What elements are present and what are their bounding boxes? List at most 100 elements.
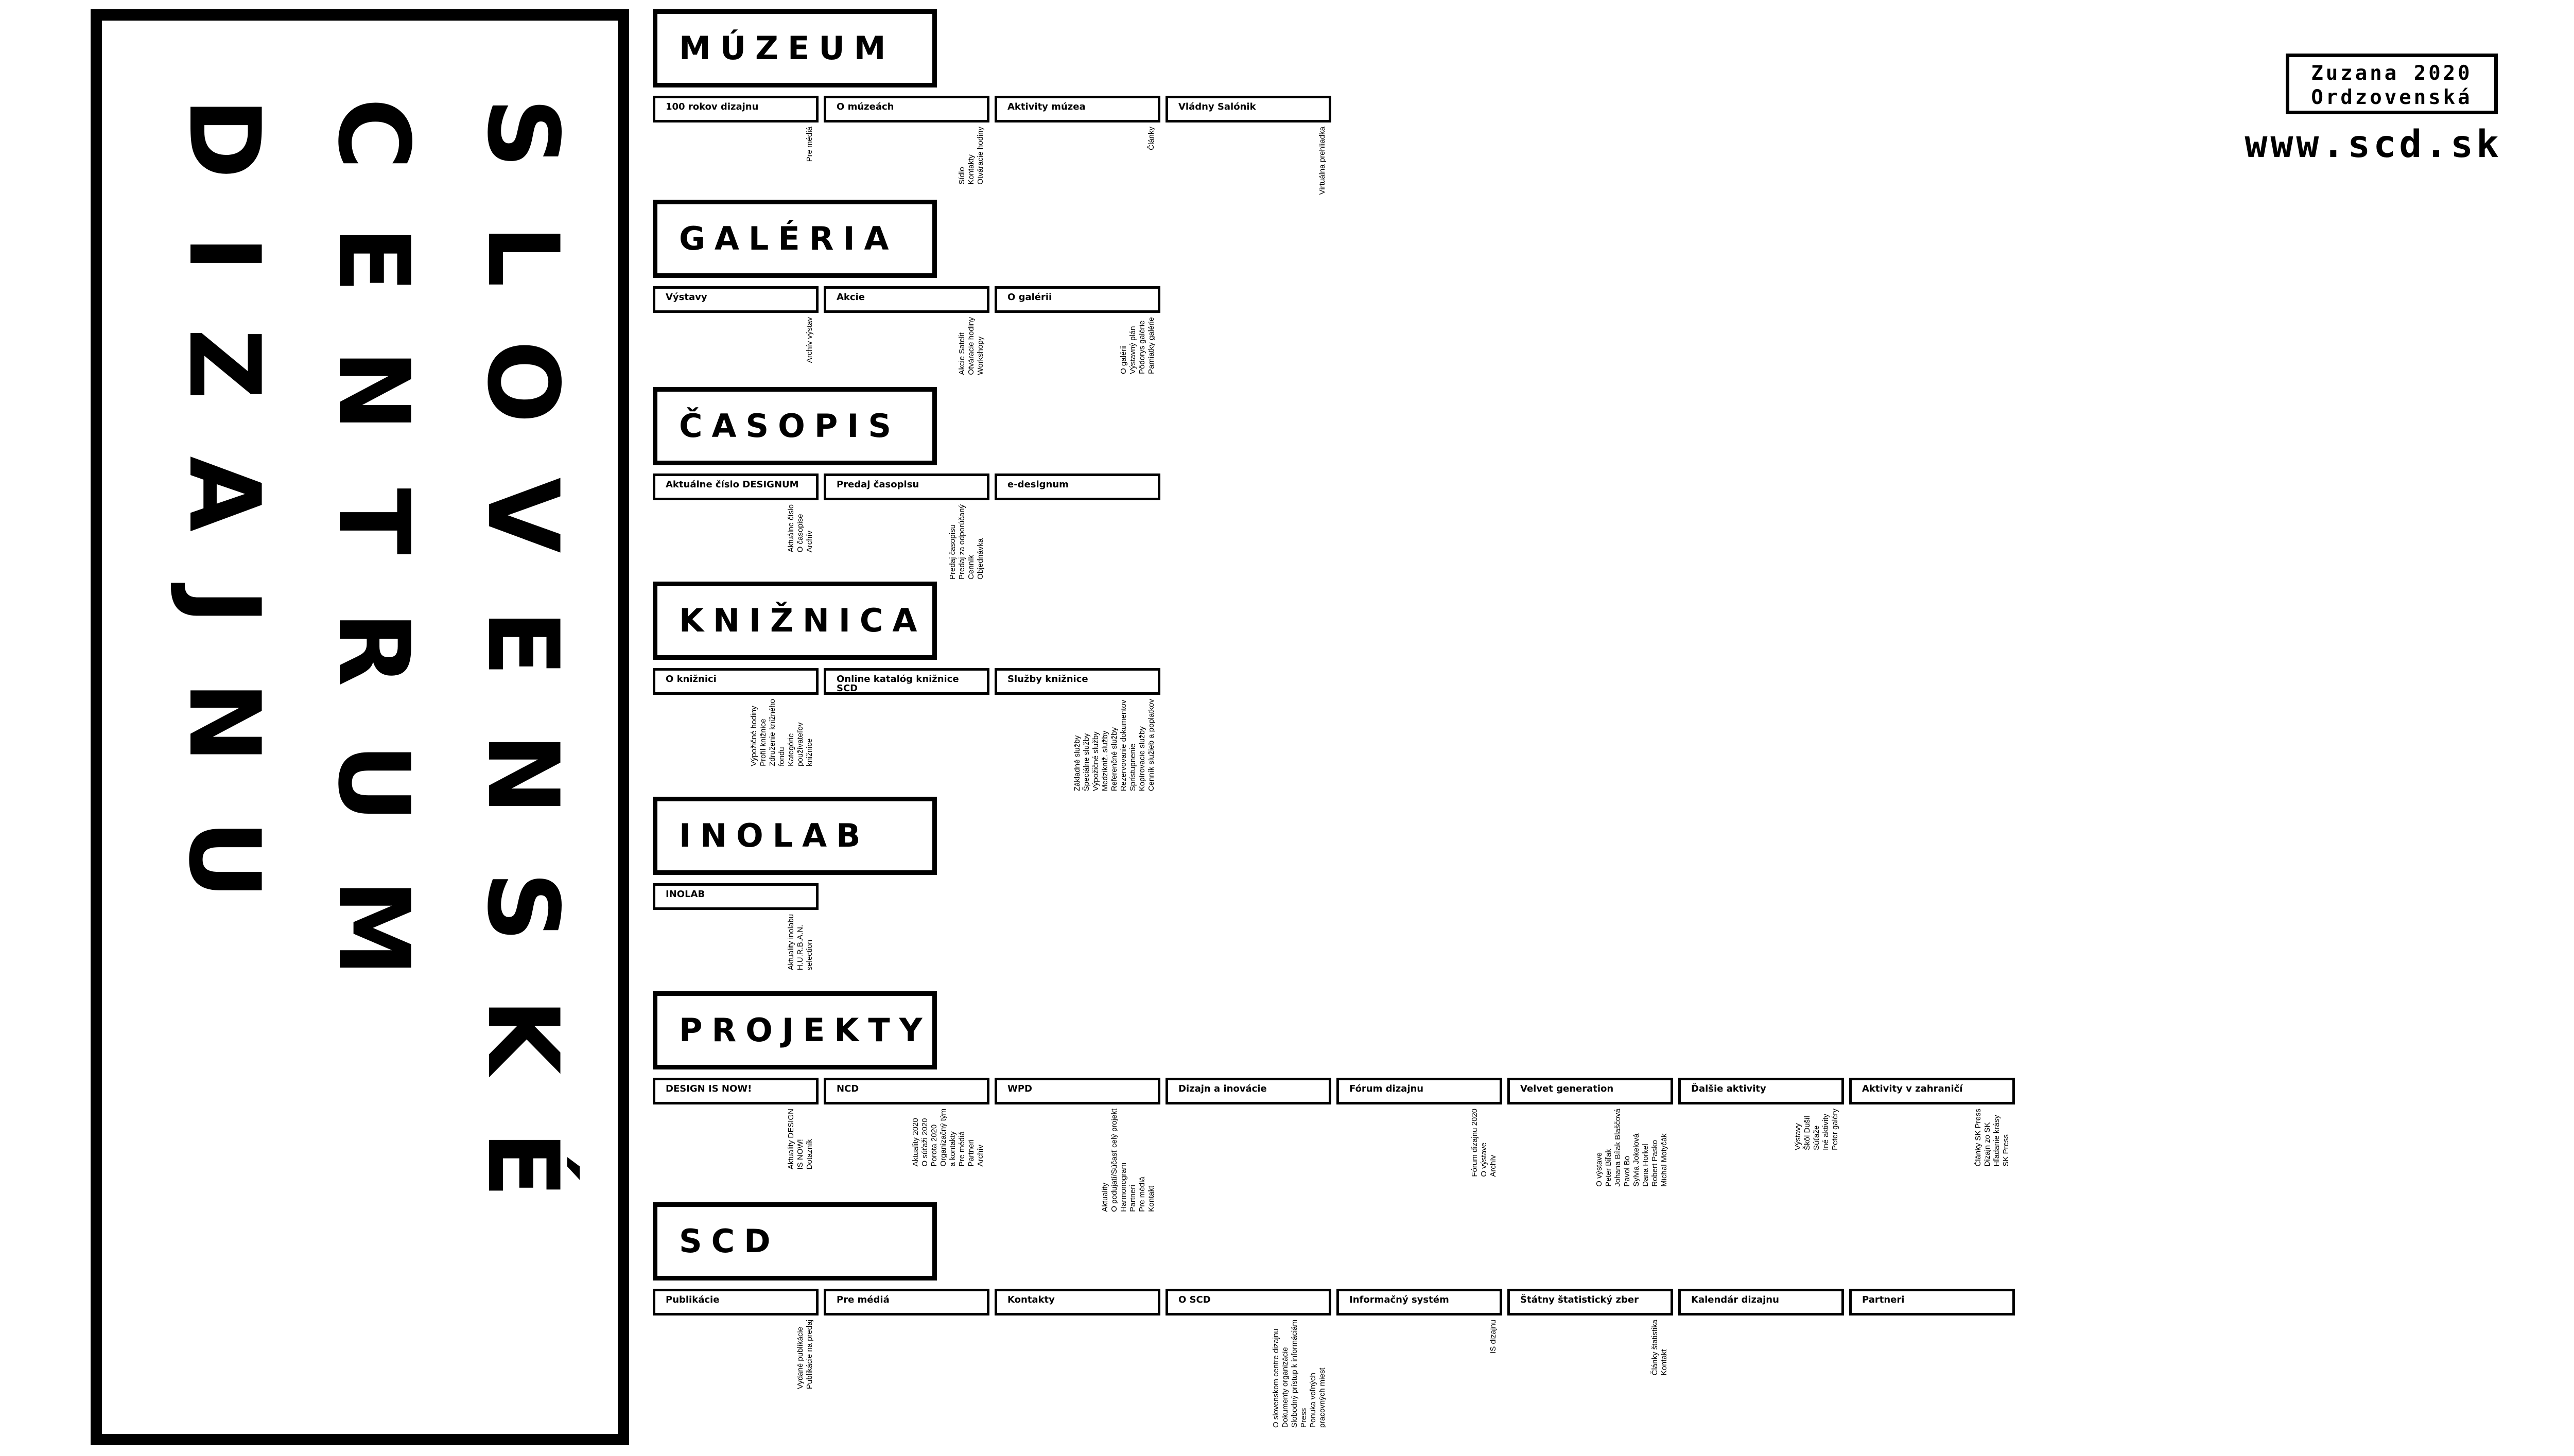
submenu-link[interactable]: Články štatistika: [1650, 1320, 1659, 1376]
submenu-link[interactable]: Pre médiá: [958, 1131, 966, 1167]
submenu-link[interactable]: Press: [1299, 1408, 1308, 1428]
menu-item-label[interactable]: Výstavy: [653, 286, 819, 313]
submenu-link[interactable]: Kopírovacie služby: [1138, 726, 1146, 792]
menu-item-label[interactable]: Služby knižnice: [995, 668, 1160, 695]
menu-item-label[interactable]: Aktivity múzea: [995, 96, 1160, 122]
submenu-link[interactable]: Sídlo: [958, 167, 966, 185]
menu-item-label[interactable]: DESIGN IS NOW!: [653, 1078, 819, 1104]
section-title[interactable]: KNIŽNICA: [653, 582, 937, 660]
submenu-link[interactable]: Aktuality inolabu: [787, 914, 795, 971]
submenu-link[interactable]: Archív výstav: [805, 317, 814, 363]
menu-item-label[interactable]: e-designum: [995, 473, 1160, 500]
menu-item-label[interactable]: Ďalšie aktivity: [1678, 1078, 1844, 1104]
submenu-link[interactable]: Pre médiá: [805, 127, 814, 162]
menu-item-label[interactable]: Vládny Salónik: [1166, 96, 1331, 122]
submenu-link[interactable]: Výpožičné služby: [1091, 731, 1100, 792]
submenu-link[interactable]: Aktuality 2020: [911, 1118, 920, 1167]
submenu-link[interactable]: O galérii: [1119, 345, 1128, 374]
site-url[interactable]: www.scd.sk: [2245, 122, 2502, 166]
menu-item-label[interactable]: Informačný systém: [1336, 1289, 1502, 1315]
submenu-link[interactable]: fondu: [777, 747, 786, 766]
submenu-link[interactable]: Kategórie: [787, 733, 795, 766]
submenu-link[interactable]: selection: [805, 940, 814, 971]
submenu-link[interactable]: IS dizajnu: [1489, 1320, 1498, 1354]
submenu-link[interactable]: Združenie knižného: [768, 699, 777, 766]
submenu-link[interactable]: Predaj časopisu: [948, 524, 957, 580]
submenu-link[interactable]: Partneri: [1128, 1185, 1137, 1212]
submenu-link[interactable]: používateľov: [796, 722, 805, 766]
submenu-link[interactable]: Slobodný prístup k informáciám: [1290, 1320, 1299, 1428]
menu-item-label[interactable]: Publikácie: [653, 1289, 819, 1315]
menu-item-label[interactable]: O SCD: [1166, 1289, 1331, 1315]
submenu-link[interactable]: knižnice: [805, 738, 814, 766]
submenu-link[interactable]: Objednávka: [976, 538, 985, 580]
submenu-link[interactable]: Medzikniž. služby: [1101, 730, 1109, 792]
submenu-link[interactable]: Dana Horkel: [1641, 1144, 1650, 1187]
submenu-link[interactable]: Aktuality DESIGN: [787, 1109, 795, 1170]
submenu-link[interactable]: Otváracie hodiny: [967, 317, 976, 375]
section-title[interactable]: ČASOPIS: [653, 387, 937, 465]
submenu-link[interactable]: Škôl Dušil: [1803, 1116, 1812, 1150]
menu-item-label[interactable]: Partneri: [1849, 1289, 2015, 1315]
submenu-link[interactable]: Články: [1147, 127, 1156, 150]
menu-item-label[interactable]: 100 rokov dizajnu: [653, 96, 819, 122]
submenu-link[interactable]: Profil knižnice: [759, 718, 768, 766]
menu-item-label[interactable]: WPD: [995, 1078, 1160, 1104]
menu-item-label[interactable]: Dizajn a inovácie: [1166, 1078, 1331, 1104]
menu-item-label[interactable]: Štátny štatistický zber: [1507, 1289, 1673, 1315]
submenu-link[interactable]: Publikácie na predaj: [805, 1320, 814, 1390]
section-title[interactable]: MÚZEUM: [653, 9, 937, 87]
submenu-link[interactable]: Otváracie hodiny: [976, 127, 985, 185]
submenu-link[interactable]: Porota 2020: [930, 1124, 938, 1167]
submenu-link[interactable]: Dotazník: [805, 1139, 814, 1170]
submenu-link[interactable]: Michal Motyčák: [1660, 1133, 1668, 1187]
submenu-link[interactable]: O časopise: [796, 514, 805, 553]
submenu-link[interactable]: Archív: [1489, 1155, 1498, 1177]
submenu-link[interactable]: Peter galéry: [1831, 1109, 1839, 1150]
submenu-link[interactable]: Sylvia Jokelová: [1632, 1133, 1641, 1187]
submenu-link[interactable]: Johana Bílak Blaščová: [1613, 1109, 1622, 1187]
menu-item-label[interactable]: O knižnici: [653, 668, 819, 695]
submenu-link[interactable]: O výstave: [1595, 1152, 1604, 1187]
menu-item-label[interactable]: Kalendár dizajnu: [1678, 1289, 1844, 1315]
submenu-link[interactable]: Aktuálne číslo: [787, 504, 795, 553]
submenu-link[interactable]: Výpožičné hodiny: [750, 706, 758, 766]
section-title[interactable]: INOLAB: [653, 797, 937, 875]
submenu-link[interactable]: Workshopy: [976, 336, 985, 375]
submenu-link[interactable]: Pôdorys galérie: [1138, 320, 1146, 374]
submenu-link[interactable]: Archív: [805, 530, 814, 553]
submenu-link[interactable]: Výstavný plán: [1128, 326, 1137, 374]
submenu-link[interactable]: Dokumenty organizácie: [1281, 1347, 1290, 1428]
menu-item-label[interactable]: Predaj časopisu: [824, 473, 989, 500]
section-title[interactable]: SCD: [653, 1202, 937, 1280]
submenu-link[interactable]: O podujatí/Súčasť celý projekt: [1110, 1109, 1119, 1212]
submenu-link[interactable]: Výstavy: [1794, 1123, 1802, 1150]
menu-item-label[interactable]: Aktuálne číslo DESIGNUM: [653, 473, 819, 500]
submenu-link[interactable]: Predaj za odporúčaný: [958, 504, 966, 580]
submenu-link[interactable]: Fórum dizajnu 2020: [1470, 1109, 1479, 1177]
submenu-link[interactable]: Základné služby: [1073, 735, 1082, 792]
submenu-link[interactable]: O výstave: [1480, 1142, 1488, 1177]
submenu-link[interactable]: Špeciálne služby: [1082, 733, 1091, 792]
submenu-link[interactable]: O slovenskom centre dizajnu: [1272, 1328, 1280, 1428]
menu-item-label[interactable]: Velvet generation: [1507, 1078, 1673, 1104]
submenu-link[interactable]: Virtuálna prehliadka: [1318, 127, 1327, 195]
menu-item-label[interactable]: Akcie: [824, 286, 989, 313]
submenu-link[interactable]: H.U.R.B.A.N.: [796, 924, 805, 971]
submenu-link[interactable]: Rezervovanie dokumentov: [1119, 699, 1128, 792]
menu-item-label[interactable]: Online katalóg knižnice SCD: [824, 668, 989, 695]
submenu-link[interactable]: Peter Biľak: [1604, 1149, 1613, 1187]
submenu-link[interactable]: Pavol Bo: [1623, 1155, 1631, 1187]
submenu-link[interactable]: Ponuka voľných: [1309, 1373, 1317, 1428]
submenu-link[interactable]: Harmonogram: [1119, 1162, 1128, 1212]
submenu-link[interactable]: Organizačný tým: [939, 1109, 948, 1167]
submenu-link[interactable]: O súťaži 2020: [920, 1118, 929, 1167]
submenu-link[interactable]: Sprístupnenie: [1128, 743, 1137, 792]
submenu-link[interactable]: Články SK Press: [1974, 1109, 1982, 1167]
menu-item-label[interactable]: Aktivity v zahraničí: [1849, 1078, 2015, 1104]
submenu-link[interactable]: Pre médiá: [1138, 1177, 1146, 1212]
submenu-link[interactable]: SK Press: [2002, 1134, 2010, 1167]
submenu-link[interactable]: Robert Pasko: [1650, 1139, 1659, 1187]
submenu-link[interactable]: a kontakty: [948, 1131, 957, 1167]
submenu-link[interactable]: Akcie Satelit: [958, 332, 966, 375]
